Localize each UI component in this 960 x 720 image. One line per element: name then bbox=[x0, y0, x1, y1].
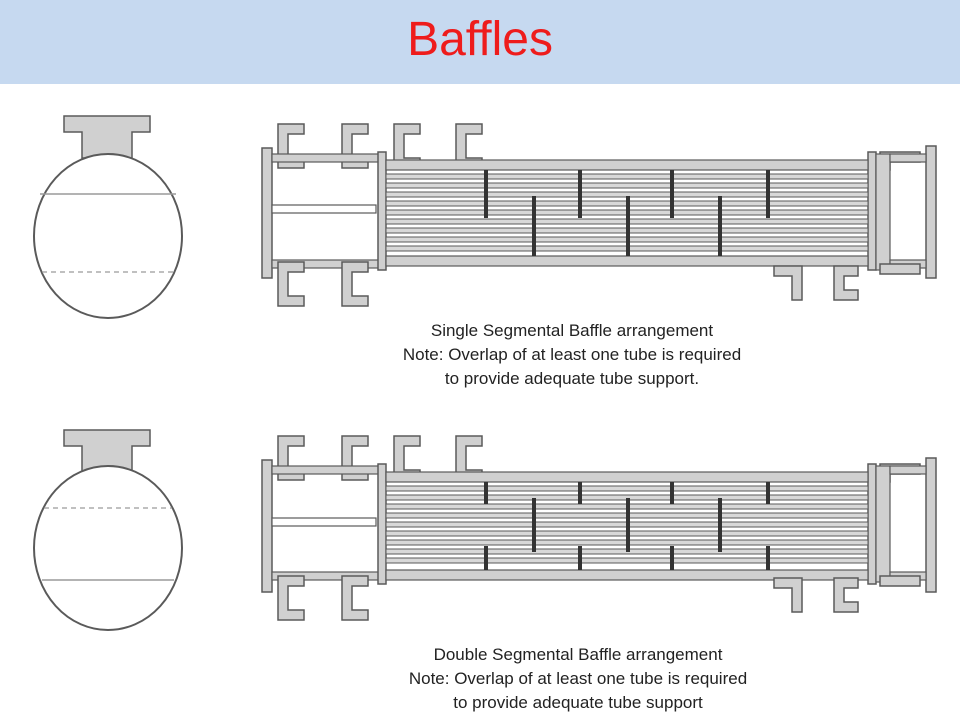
double-segmental-figure: Double Segmental Baffle arrangement Note… bbox=[33, 429, 937, 712]
title-bar: Baffles bbox=[0, 0, 960, 84]
double-side-view bbox=[261, 435, 937, 621]
double-caption-line-1: Double Segmental Baffle arrangement bbox=[434, 645, 723, 664]
single-side-view bbox=[261, 123, 937, 307]
single-caption-line-1: Single Segmental Baffle arrangement bbox=[431, 321, 714, 340]
double-caption-line-3: to provide adequate tube support bbox=[453, 693, 703, 712]
double-end-view bbox=[33, 429, 183, 631]
double-caption: Double Segmental Baffle arrangement Note… bbox=[409, 645, 747, 712]
single-end-view bbox=[33, 115, 183, 319]
baffle-diagrams: Single Segmental Baffle arrangement Note… bbox=[33, 115, 937, 712]
double-caption-line-2: Note: Overlap of at least one tube is re… bbox=[409, 669, 747, 688]
slide-title: Baffles bbox=[407, 13, 553, 66]
single-caption-line-2: Note: Overlap of at least one tube is re… bbox=[403, 345, 741, 364]
single-caption-line-3: to provide adequate tube support. bbox=[445, 369, 699, 388]
single-caption: Single Segmental Baffle arrangement Note… bbox=[403, 321, 741, 388]
single-segmental-figure: Single Segmental Baffle arrangement Note… bbox=[33, 115, 937, 388]
